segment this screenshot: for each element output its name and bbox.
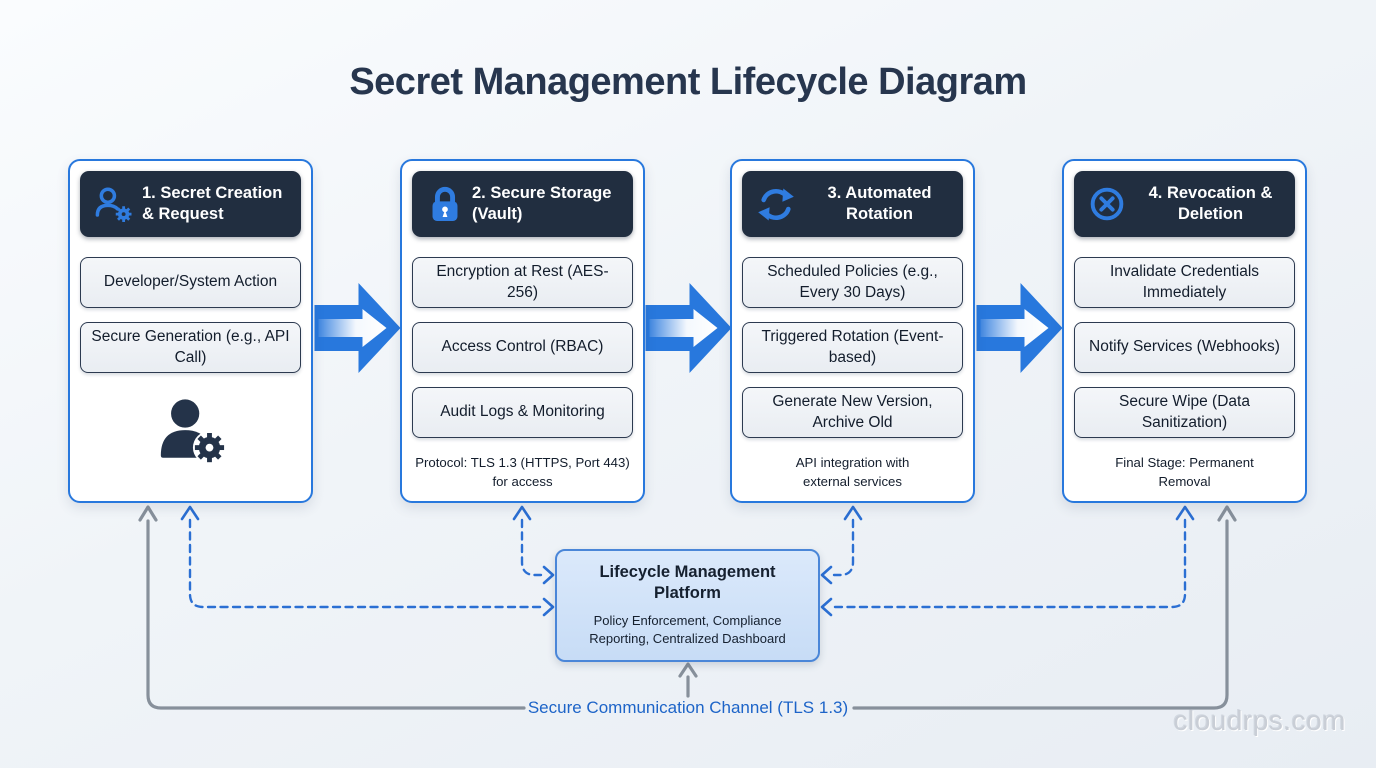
user-gear-icon <box>95 186 132 222</box>
dashed-link-stage3 <box>832 518 855 577</box>
lifecycle-platform-box: Lifecycle Management Platform Policy Enf… <box>555 549 820 662</box>
dashed-arrow-platform-left-top <box>542 565 555 585</box>
stage-item: Developer/System Action <box>80 257 301 308</box>
dashed-link-stage2 <box>520 518 543 577</box>
dashed-arrow-up-stage1 <box>180 505 200 521</box>
dashed-link-stage1 <box>188 518 543 609</box>
dashed-link-stage4 <box>832 518 1187 609</box>
dashed-arrow-up-stage2 <box>512 505 532 521</box>
rotation-icon <box>758 188 794 220</box>
stage-footer: Final Stage: Permanent Removal <box>1115 455 1254 490</box>
stage-footer: API integration with external services <box>795 455 910 490</box>
channel-arrow-platform <box>678 662 698 678</box>
stage-item: Triggered Rotation (Event-based) <box>742 322 963 373</box>
stage-item: Access Control (RBAC) <box>412 322 633 373</box>
channel-line-right <box>852 519 1229 710</box>
watermark: cloudrps.com <box>1173 705 1346 736</box>
stage-item: Scheduled Policies (e.g., Every 30 Days) <box>742 257 963 308</box>
stage-title: 3. Automated Rotation <box>827 183 932 223</box>
stage-item: Audit Logs & Monitoring <box>412 387 633 438</box>
dashed-arrow-platform-right-bottom <box>820 597 833 617</box>
stage-item: Invalidate Credentials Immediately <box>1074 257 1295 308</box>
platform-title: Lifecycle Management Platform <box>599 563 776 603</box>
dashed-arrow-platform-right-top <box>820 565 833 585</box>
stage-footer: Protocol: TLS 1.3 (HTTPS, Port 443) for … <box>415 455 630 490</box>
stage-item: Secure Wipe (Data Sanitization) <box>1074 387 1295 438</box>
stage-title: 4. Revocation & Deletion <box>1148 183 1273 223</box>
revoke-icon <box>1090 187 1124 221</box>
stage-item: Encryption at Rest (AES-256) <box>412 257 633 308</box>
channel-arrow-stage4 <box>1217 505 1237 522</box>
stage-card-secret-creation: 1. Secret Creation & Request Developer/S… <box>68 159 313 503</box>
stage-card-secure-storage: 2. Secure Storage (Vault) Encryption at … <box>400 159 645 503</box>
stage-item: Notify Services (Webhooks) <box>1074 322 1295 373</box>
stage-header: 1. Secret Creation & Request <box>80 171 301 237</box>
dashed-arrow-up-stage3 <box>843 505 863 521</box>
dashed-arrow-up-stage4 <box>1175 505 1195 521</box>
stage-header: 2. Secure Storage (Vault) <box>412 171 633 237</box>
flow-arrow-stage1-stage2 <box>314 283 401 373</box>
stage-title: 2. Secure Storage (Vault) <box>472 183 612 223</box>
flow-arrow-stage2-stage3 <box>645 283 732 373</box>
secure-channel-label: Secure Communication Channel (TLS 1.3) <box>527 698 849 717</box>
stage-items: Invalidate Credentials Immediately Notif… <box>1074 257 1295 438</box>
stage-item: Secure Generation (e.g., API Call) <box>80 322 301 373</box>
stage-header: 3. Automated Rotation <box>742 171 963 237</box>
stage-item: Generate New Version, Archive Old <box>742 387 963 438</box>
stage-illustration <box>80 397 301 469</box>
dashed-arrow-platform-left-bottom <box>542 597 555 617</box>
page-title: Secret Management Lifecycle Diagram <box>349 61 1027 103</box>
stage-title: 1. Secret Creation & Request <box>142 183 283 223</box>
user-settings-icon <box>160 399 226 465</box>
stage-header: 4. Revocation & Deletion <box>1074 171 1295 237</box>
stage-items: Developer/System Action Secure Generatio… <box>80 257 301 373</box>
platform-subtitle: Policy Enforcement, Compliance Reporting… <box>589 612 786 647</box>
stage-card-automated-rotation: 3. Automated Rotation Scheduled Policies… <box>730 159 975 503</box>
stage-items: Scheduled Policies (e.g., Every 30 Days)… <box>742 257 963 438</box>
lock-icon <box>432 186 458 221</box>
channel-arrow-stage1 <box>138 505 158 522</box>
stage-card-revocation-deletion: 4. Revocation & Deletion Invalidate Cred… <box>1062 159 1307 503</box>
flow-arrow-stage3-stage4 <box>976 283 1063 373</box>
stage-items: Encryption at Rest (AES-256) Access Cont… <box>412 257 633 438</box>
channel-line-left <box>146 519 526 710</box>
